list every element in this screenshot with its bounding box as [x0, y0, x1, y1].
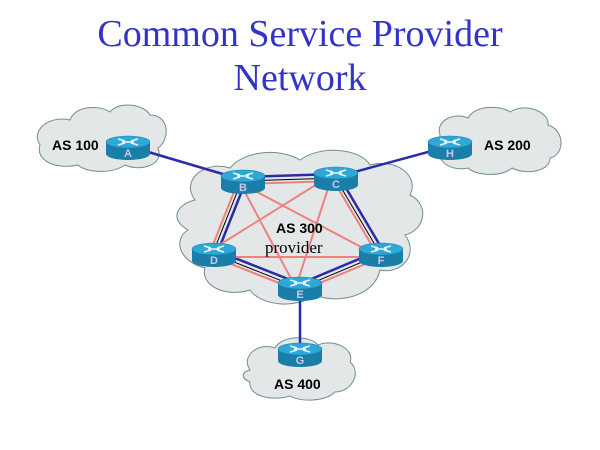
label-as200: AS 200 — [484, 137, 531, 153]
ibgp-session-C-E — [295, 175, 334, 287]
title-line-1: Common Service Provider — [97, 13, 503, 55]
ibgp-session-C-D — [211, 172, 335, 251]
router-label: F — [378, 255, 385, 267]
label-as100: AS 100 — [52, 137, 99, 153]
router-f[interactable]: F — [358, 242, 404, 268]
label-provider: provider — [265, 238, 323, 257]
router-label: D — [210, 255, 218, 267]
router-label: G — [296, 355, 305, 367]
router-label: A — [124, 148, 132, 160]
router-a[interactable]: A — [105, 135, 151, 161]
label-as400: AS 400 — [274, 376, 321, 392]
router-label: E — [296, 289, 303, 301]
ibgp-session-B-E — [238, 181, 298, 290]
router-c[interactable]: C — [313, 166, 359, 192]
label-as300: AS 300 — [276, 220, 323, 236]
router-g[interactable]: G — [277, 342, 323, 368]
diagram-title: Common Service Provider Network — [0, 12, 600, 100]
ibgp-session-B-F — [240, 182, 380, 258]
router-label: C — [332, 179, 340, 191]
cloud-as200 — [438, 106, 562, 175]
ibgp-session-C-F — [331, 178, 379, 256]
router-label: H — [446, 148, 454, 160]
router-h[interactable]: H — [427, 135, 473, 161]
router-label: B — [239, 182, 247, 194]
cloud-as400 — [242, 337, 356, 401]
routers-layer: A B C D E F G H — [105, 135, 473, 368]
router-e[interactable]: E — [277, 276, 323, 302]
router-d[interactable]: D — [191, 242, 237, 268]
title-line-2: Network — [233, 57, 367, 99]
router-b[interactable]: B — [220, 169, 266, 195]
